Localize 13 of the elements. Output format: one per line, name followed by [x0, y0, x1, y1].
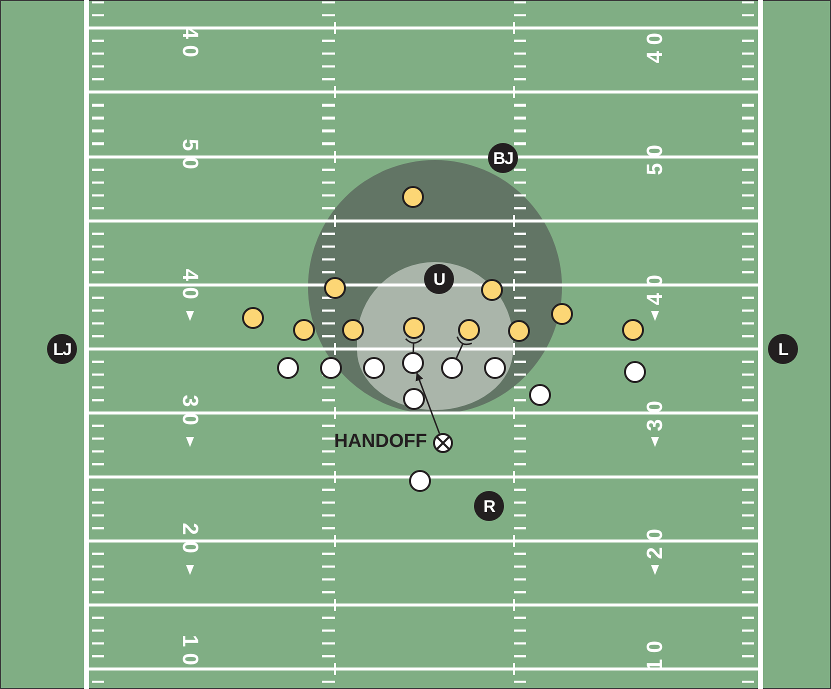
yard-number: 50 — [644, 138, 666, 177]
block-line — [404, 338, 422, 352]
block-line — [456, 336, 473, 358]
yard-number: 20 — [644, 522, 666, 561]
yard-number: 40 — [179, 268, 201, 307]
yard-number: 50 — [179, 138, 201, 177]
arrow — [416, 372, 440, 434]
yard-number: 30 — [179, 394, 201, 433]
yard-number: 20 — [179, 522, 201, 561]
yard-number: 40 — [644, 26, 666, 65]
yard-number: 30 — [644, 394, 666, 433]
play-label: HANDOFF — [334, 432, 427, 451]
yard-number: 10 — [179, 634, 201, 673]
